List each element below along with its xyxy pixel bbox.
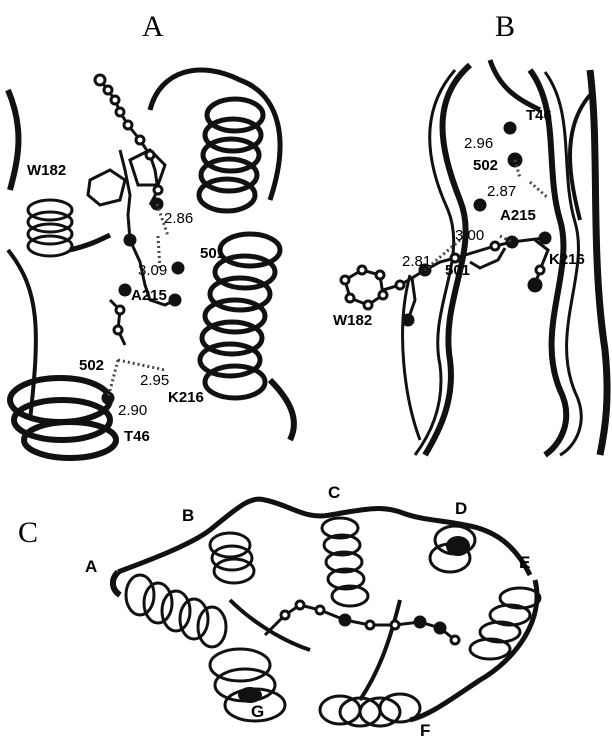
dist-281-b: 2.81: [402, 253, 431, 270]
dist-309-a: 3.09: [138, 262, 167, 279]
panel-c-helices: [126, 518, 540, 726]
helix-label-c: C: [328, 483, 340, 502]
helix-label-e: E: [519, 553, 530, 572]
panel-c-molecule: [265, 601, 459, 644]
label-w182-a: W182: [27, 162, 66, 179]
label-501-a: 501: [200, 245, 225, 262]
panel-c-letter: C: [18, 516, 38, 549]
label-w182-b: W182: [333, 312, 372, 329]
label-501-b: 501: [445, 262, 470, 279]
dist-296-b: 2.96: [464, 135, 493, 152]
panel-a-letter: A: [142, 10, 164, 43]
label-502-b: 502: [473, 157, 498, 174]
panel-a: A: [8, 10, 294, 458]
panel-c: C: [18, 483, 540, 740]
dist-287-b: 2.87: [487, 183, 516, 200]
label-a215-a: A215: [131, 287, 167, 304]
dist-290-a: 2.90: [118, 402, 147, 419]
helix-label-g: G: [251, 702, 264, 721]
dist-295-a: 2.95: [140, 372, 169, 389]
label-t46-a: T46: [124, 428, 150, 445]
helix-label-d: D: [455, 499, 467, 518]
helix-label-a: A: [85, 557, 97, 576]
label-a215-b: A215: [500, 207, 536, 224]
helix-label-b: B: [182, 506, 194, 525]
helix-label-f: F: [420, 721, 430, 740]
panel-b-letter: B: [495, 10, 515, 43]
label-t46-b: T46: [526, 107, 552, 124]
panel-b: B: [333, 10, 607, 455]
dist-286-a: 2.86: [164, 210, 193, 227]
dist-300-b: 3.00: [455, 227, 484, 244]
label-k216-a: K216: [168, 389, 204, 406]
label-502-a: 502: [79, 357, 104, 374]
label-k216-b: K216: [549, 251, 585, 268]
